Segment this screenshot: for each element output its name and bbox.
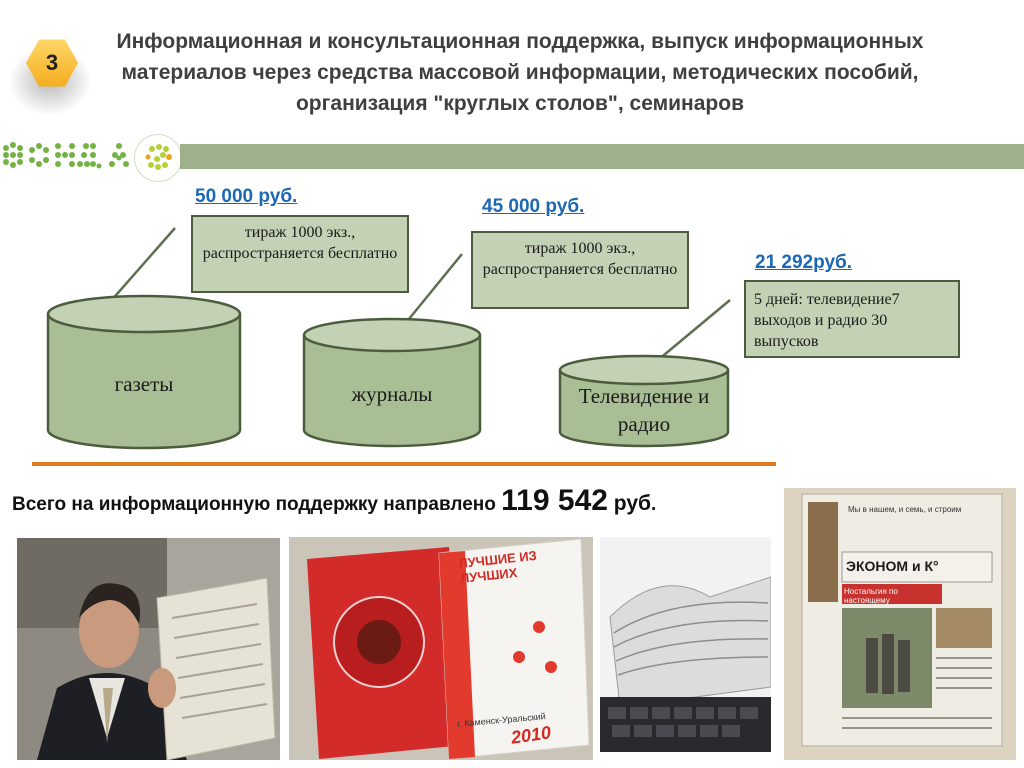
magazines-illustration	[289, 537, 593, 760]
newspaper-page-illustration	[784, 488, 1016, 760]
media-diagram	[46, 227, 731, 450]
label-tv-radio: Телевидение и радио	[578, 384, 710, 436]
logo-emblem	[134, 134, 182, 182]
total-text: Всего на информационную поддержку направ…	[12, 494, 502, 515]
label-magazines: журналы	[351, 382, 433, 406]
photo-newspaper-page: Мы в нашем, и семь, и строим ЭКОНОМ и К°…	[784, 488, 1016, 760]
cylinder-magazines	[302, 317, 482, 448]
newspaper-headline: Ностальгия по настоящему	[844, 587, 898, 605]
photo-man-reading-newspaper	[17, 538, 280, 760]
logo	[0, 140, 134, 170]
cylinder-tv-radio	[558, 354, 730, 448]
price-magazines: 45 000 руб.	[482, 196, 585, 217]
total-period: .	[651, 494, 657, 515]
info-box-magazines: тираж 1000 экз., распространяется беспла…	[471, 231, 689, 309]
connector-magazines	[399, 253, 463, 331]
price-newspapers: 50 000 руб.	[195, 186, 298, 207]
photo-newspapers-stack	[600, 537, 771, 752]
total-line: Всего на информационную поддержку направ…	[12, 484, 656, 518]
newspaper-headline-top: Мы в нашем, и семь, и строим	[848, 505, 962, 514]
label-newspapers: газеты	[114, 372, 174, 396]
newspaper-stack-illustration	[600, 537, 771, 752]
connector-tv-radio	[651, 299, 731, 366]
info-box-newspapers: тираж 1000 экз., распространяется беспла…	[191, 215, 409, 293]
cylinder-newspapers	[46, 294, 242, 450]
logo-dots-graphic	[3, 142, 129, 169]
slide-title: Информационная и консультационная поддер…	[116, 30, 924, 115]
info-box-tv-radio: 5 дней: телевидение7 выходов и радио 30 …	[744, 280, 960, 358]
connector-newspapers	[109, 227, 176, 303]
logo-emblem-icon	[145, 144, 172, 170]
slide-number: 3	[45, 50, 59, 75]
orange-separator	[32, 462, 776, 466]
total-currency: руб	[607, 492, 651, 515]
man-reading-illustration	[17, 538, 280, 760]
newspaper-name: ЭКОНОМ и К°	[846, 558, 939, 574]
photo-magazines: ЛУЧШИЕ ИЗ ЛУЧШИХ г. Каменск-Уральский 20…	[289, 537, 593, 760]
header-divider-bar	[180, 144, 1024, 169]
price-tv-radio: 21 292руб.	[755, 252, 853, 273]
total-amount: 119 542	[501, 484, 608, 517]
connector-lines	[109, 227, 731, 366]
